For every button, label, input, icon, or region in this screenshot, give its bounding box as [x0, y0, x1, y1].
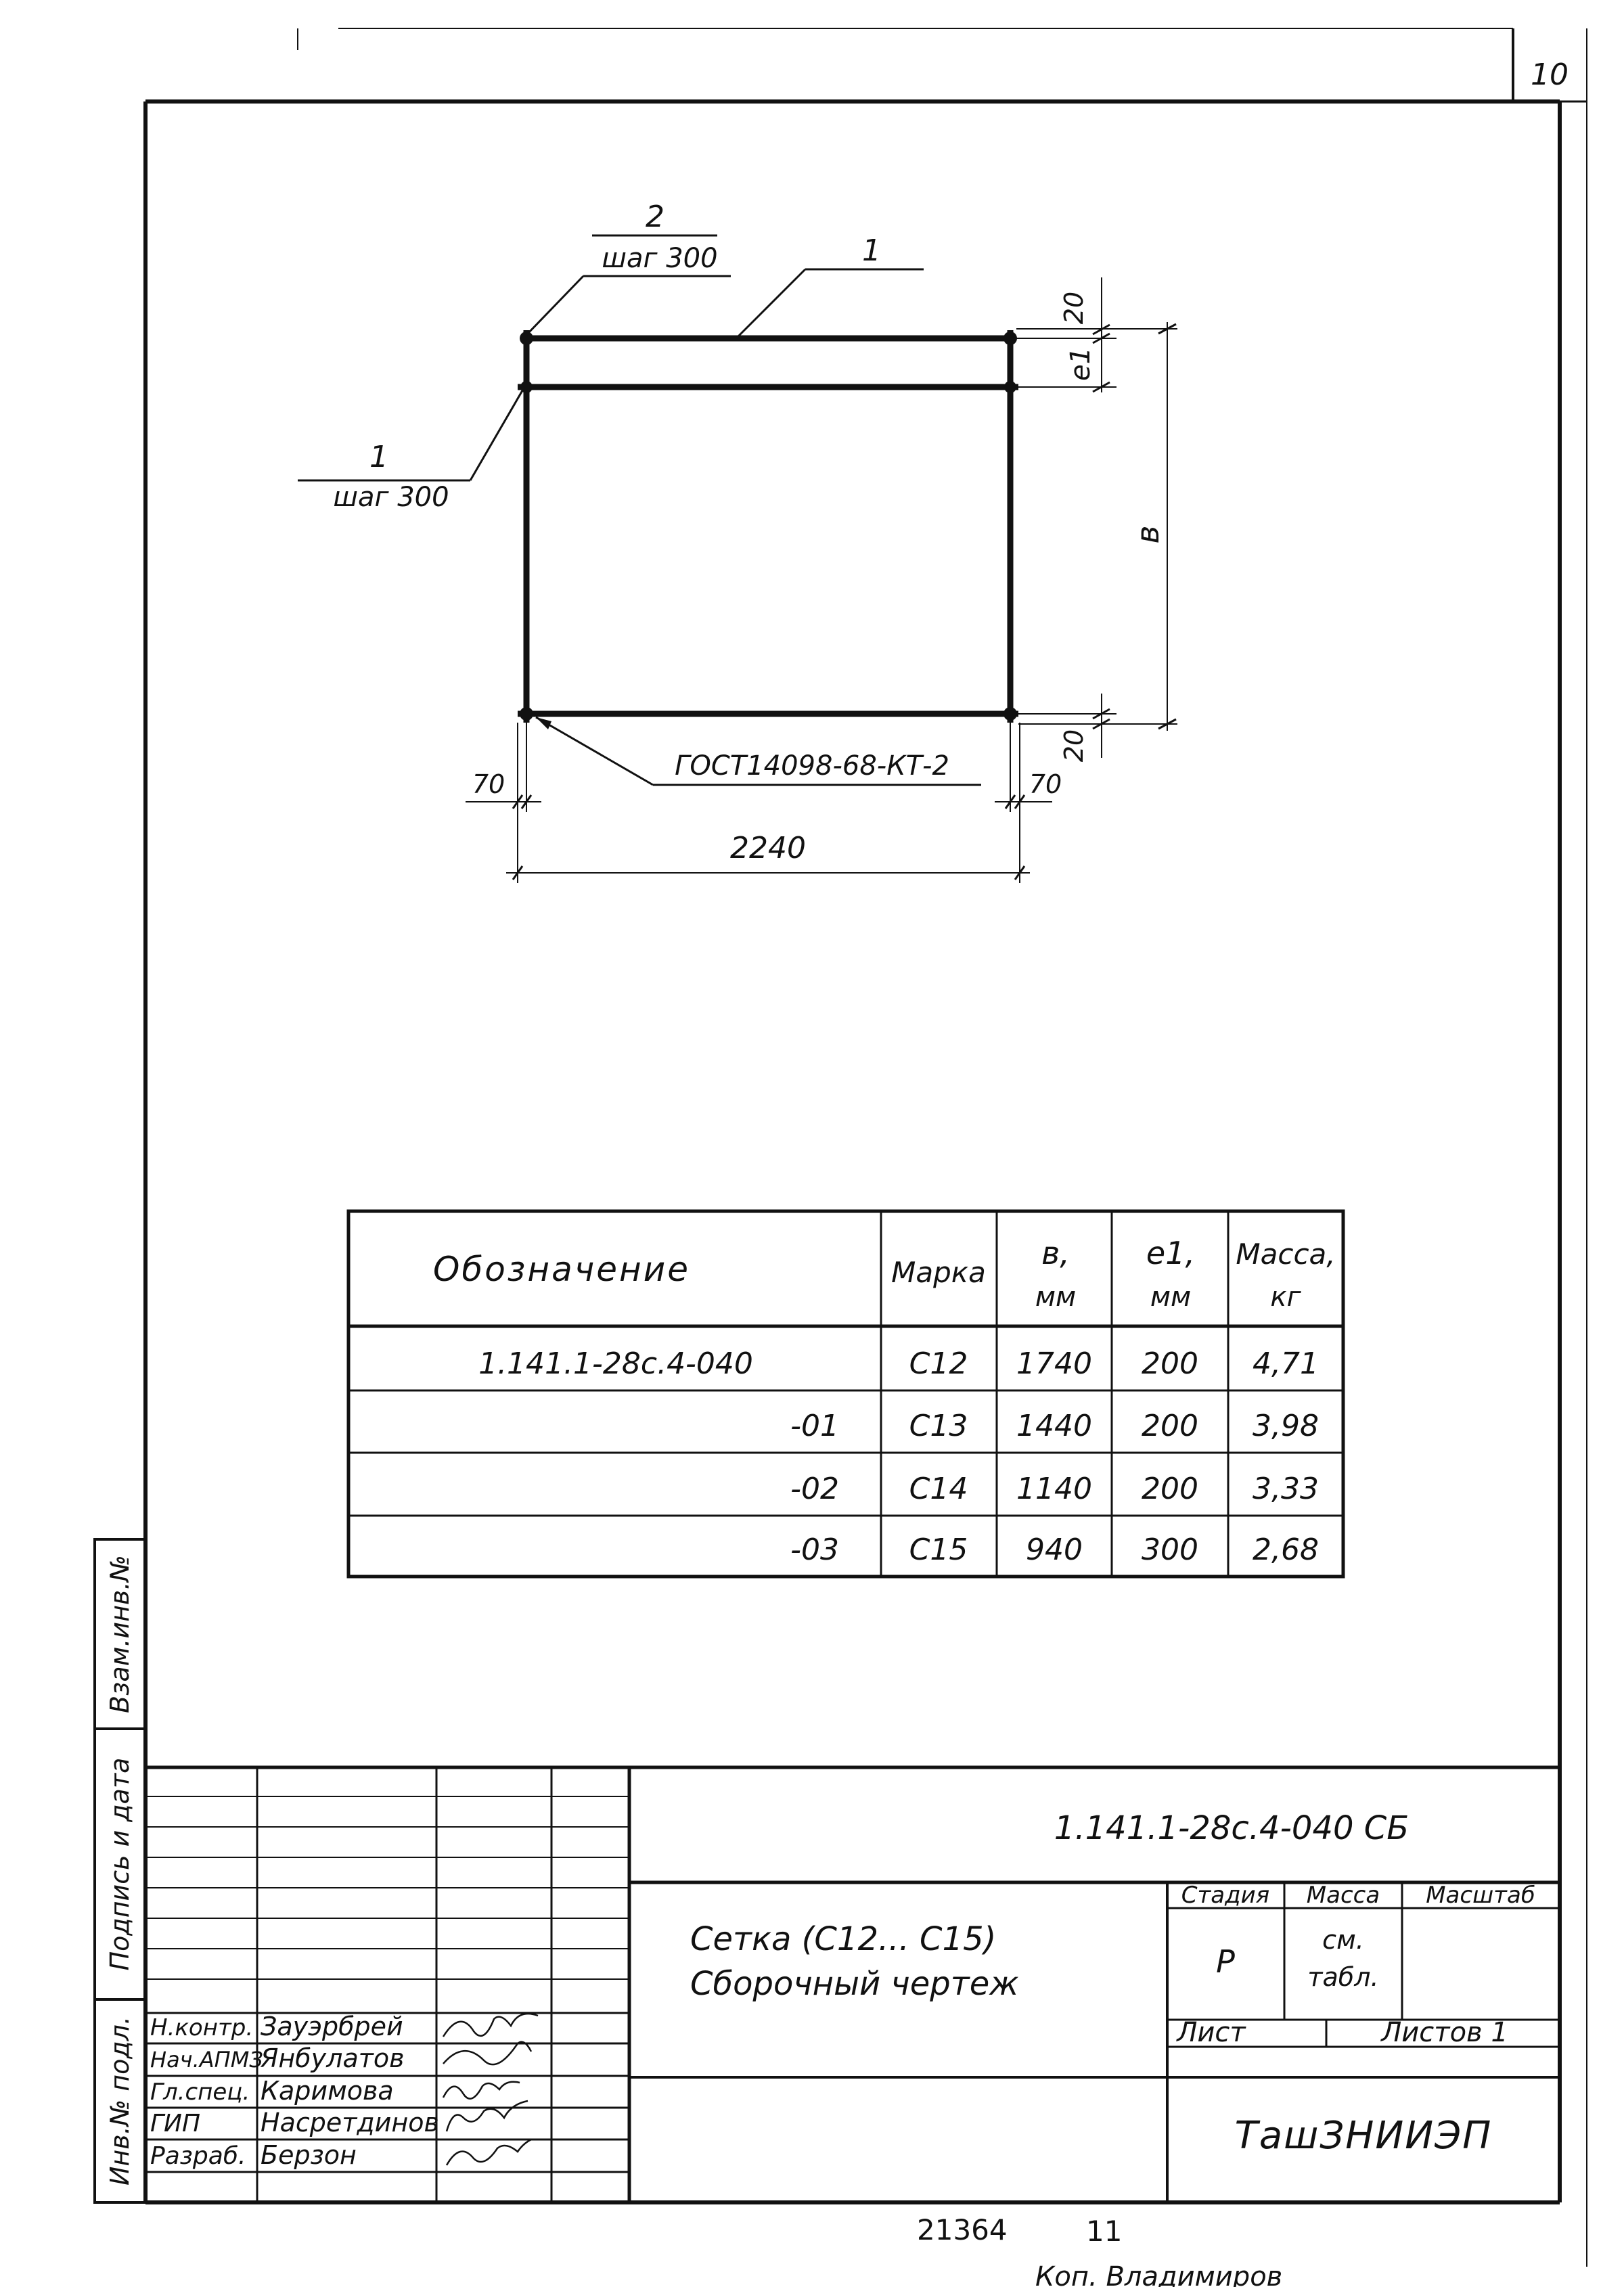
header-mass-name: Масса, — [1236, 1238, 1335, 1271]
staff-role: Н.контр. — [150, 2014, 253, 2041]
footer-code: 21364 — [917, 2213, 1008, 2246]
table-row: 1.141.1-28с.4-040 С12 1740 200 4,71 — [478, 1346, 1319, 1381]
staff-row: Разраб. Берзон — [150, 2138, 532, 2170]
callout-bar-2: 2 шаг 300 — [525, 200, 731, 336]
callout-1-left-number: 1 — [369, 440, 388, 474]
title-line1: Сетка (С12... С15) — [690, 1920, 996, 1958]
footer-note: Коп. Владимиров — [1035, 2261, 1282, 2287]
staff-row: Гл.спец. Каримова — [150, 2076, 520, 2106]
staff-name: Янбулатов — [260, 2043, 405, 2073]
callout-2-number: 2 — [646, 200, 664, 234]
row-b: 1740 — [1016, 1346, 1092, 1381]
row-mass: 3,33 — [1253, 1472, 1319, 1506]
row-b: 1440 — [1016, 1409, 1092, 1443]
staff-row: ГИП Насретдинов — [150, 2100, 528, 2137]
dim-length: 2240 — [730, 831, 806, 865]
dim-e1: е1 — [1065, 347, 1096, 381]
table-row: -01 С13 1440 200 3,98 — [790, 1409, 1319, 1443]
mass-value-line1: см. — [1322, 1925, 1364, 1955]
row-designation: 1.141.1-28с.4-040 — [478, 1346, 753, 1381]
dim-b: в — [1129, 525, 1166, 543]
signature — [445, 2100, 528, 2132]
dim-right-overhang: 70 — [1029, 769, 1062, 799]
header-e1-name: е1, — [1146, 1235, 1195, 1271]
row-designation: -03 — [790, 1533, 839, 1567]
sheet-label: Лист — [1175, 2017, 1246, 2048]
staff-row: Н.контр. Зауэрбрей — [150, 2012, 539, 2041]
signature — [442, 2081, 520, 2100]
header-designation: Обозначение — [433, 1250, 690, 1289]
dim-top-offset: 20 — [1059, 292, 1089, 324]
dim-bottom-offset: 20 — [1059, 729, 1089, 762]
staff-role: Нач.АПМЗ — [150, 2047, 263, 2073]
row-e1: 200 — [1142, 1409, 1198, 1443]
staff-name: Насретдинов — [261, 2108, 439, 2137]
sheets-label: Листов 1 — [1380, 2017, 1508, 2048]
row-designation: -01 — [790, 1409, 839, 1443]
doc-number: 1.141.1-28с.4-040 СБ — [1054, 1809, 1409, 1847]
mesh-drawing: 2 шаг 300 1 1 шаг 300 ГОСТ14098-68-КТ-2 — [298, 200, 1177, 883]
callout-1-left-spacing: шаг 300 — [333, 482, 449, 513]
staff-name: Зауэрбрей — [261, 2012, 403, 2041]
weld-note-text: ГОСТ14098-68-КТ-2 — [675, 750, 949, 782]
row-b: 940 — [1026, 1533, 1083, 1567]
header-mark: Марка — [891, 1256, 986, 1289]
row-mass: 3,98 — [1253, 1409, 1319, 1443]
row-e1: 200 — [1142, 1346, 1198, 1381]
row-mark: С12 — [909, 1346, 968, 1381]
dimensions-bottom: 70 70 2240 — [466, 723, 1062, 883]
header-mass-unit: кг — [1270, 1282, 1301, 1313]
side-label-replace-inv: Взам.инв.№ — [105, 1555, 135, 1713]
staff-name: Каримова — [261, 2076, 394, 2106]
row-mass: 2,68 — [1253, 1533, 1319, 1567]
signature — [443, 2041, 533, 2066]
staff-role: Разраб. — [150, 2142, 246, 2170]
row-e1: 200 — [1142, 1472, 1198, 1506]
row-mark: С13 — [909, 1409, 968, 1443]
row-e1: 300 — [1142, 1533, 1198, 1567]
weld-points — [520, 332, 1017, 721]
row-mark: С14 — [909, 1472, 968, 1506]
table-row: -03 С15 940 300 2,68 — [790, 1533, 1319, 1567]
spec-table: Обозначение Марка в, мм е1, мм Масса, кг… — [346, 1209, 1345, 1579]
footer: 21364 11 Коп. Владимиров — [917, 2213, 1282, 2287]
side-label-inv-no: Инв.№ подл. — [105, 2016, 135, 2186]
dim-left-overhang: 70 — [472, 769, 505, 799]
staff-row: Нач.АПМЗ Янбулатов — [150, 2041, 533, 2073]
callout-1-number: 1 — [862, 233, 881, 268]
signature — [442, 2012, 539, 2037]
mass-value-line2: табл. — [1307, 1962, 1378, 1992]
stage-label: Стадия — [1181, 1882, 1269, 1909]
staff-role: ГИП — [150, 2110, 200, 2137]
stage-value: Р — [1216, 1943, 1235, 1980]
row-mass: 4,71 — [1253, 1346, 1319, 1381]
row-mark: С15 — [909, 1533, 968, 1567]
callout-bar-1-top: 1 — [735, 233, 924, 340]
header-e1-unit: мм — [1150, 1282, 1191, 1313]
row-designation: -02 — [790, 1472, 839, 1506]
title-line2: Сборочный чертеж — [690, 1965, 1019, 2003]
organization-name: ТашЗНИИЭП — [1235, 2114, 1493, 2158]
signature — [445, 2138, 532, 2166]
dimensions-right: 20 е1 в 20 — [1016, 277, 1177, 762]
callout-bar-1-left: 1 шаг 300 — [298, 386, 526, 513]
scale-label: Масштаб — [1426, 1882, 1535, 1909]
mass-label: Масса — [1307, 1882, 1380, 1909]
header-b-name: в, — [1041, 1235, 1070, 1271]
page-number: 10 — [1531, 58, 1569, 92]
table-row: -02 С14 1140 200 3,33 — [790, 1472, 1319, 1506]
sheet-frame — [143, 28, 1587, 2267]
callout-2-spacing: шаг 300 — [602, 243, 717, 274]
weld-note: ГОСТ14098-68-КТ-2 — [535, 716, 981, 786]
side-strip: Инв.№ подл. Подпись и дата Взам.инв.№ — [93, 1538, 147, 2204]
staff-role: Гл.спец. — [150, 2079, 250, 2106]
title-block: Н.контр. Зауэрбрей Нач.АПМЗ Янбулатов Гл… — [145, 1765, 1560, 2202]
side-label-sign-date: Подпись и дата — [105, 1758, 135, 1971]
staff-name: Берзон — [261, 2140, 357, 2170]
footer-copy: 11 — [1086, 2215, 1122, 2248]
row-b: 1140 — [1016, 1472, 1092, 1506]
header-b-unit: мм — [1035, 1282, 1076, 1313]
